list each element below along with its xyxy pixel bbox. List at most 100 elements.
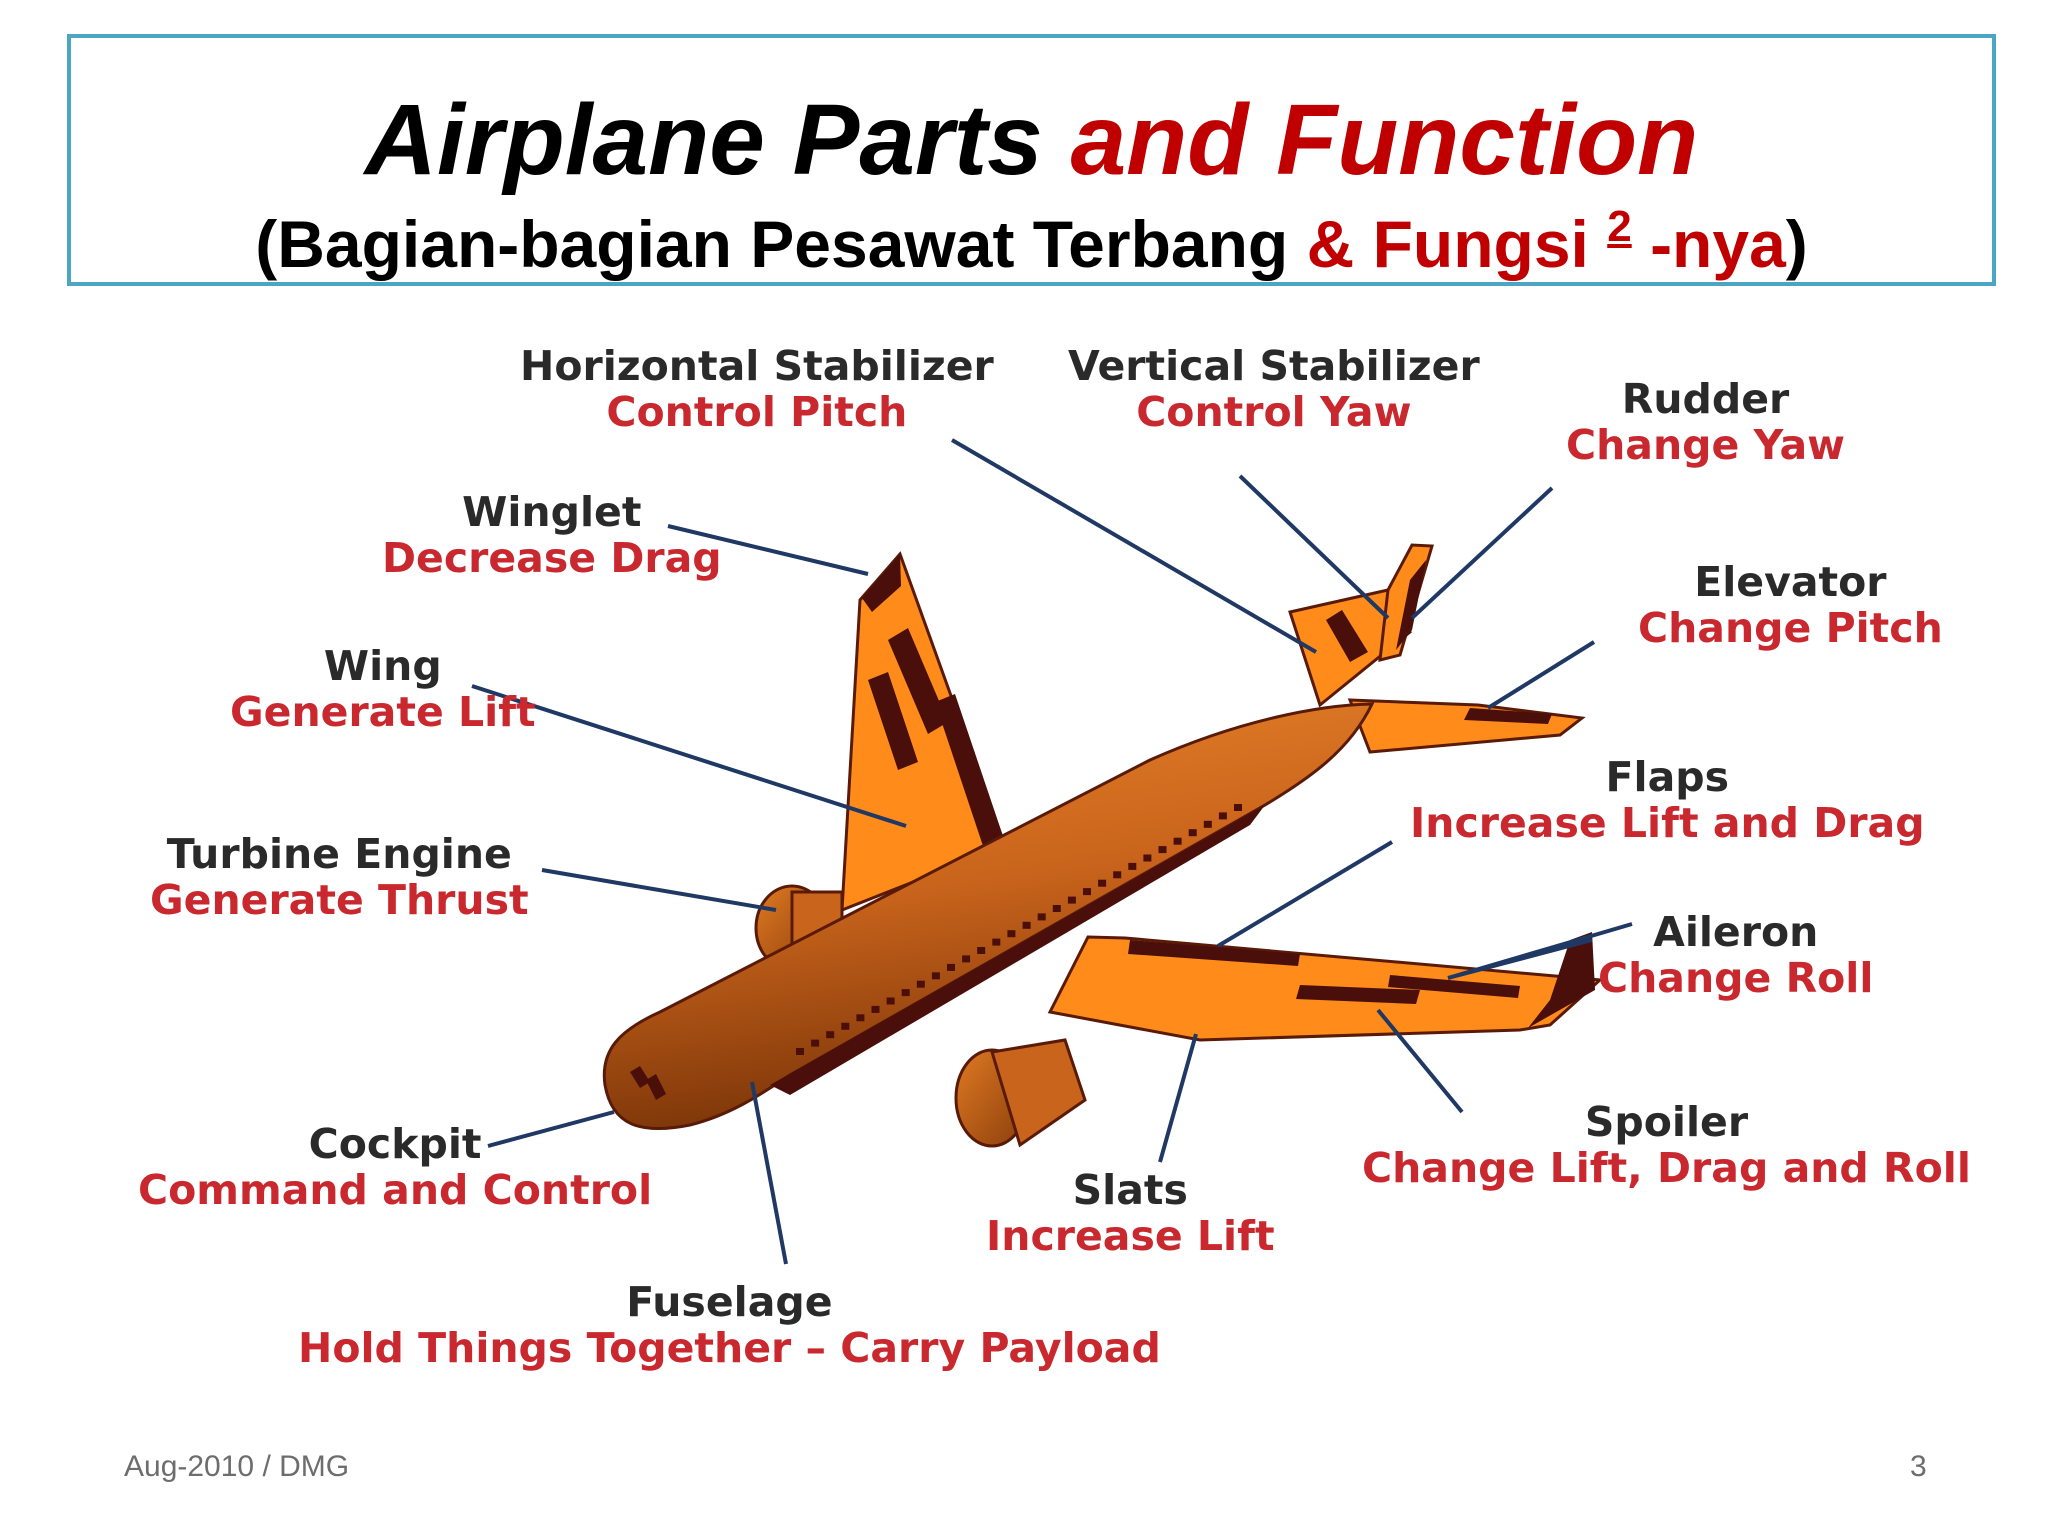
part-name: Vertical Stabilizer	[1068, 342, 1480, 390]
cabin-window	[1143, 854, 1152, 862]
cabin-window	[796, 1048, 804, 1055]
lower-engine	[954, 1038, 1087, 1148]
subtitle-nya: -nya	[1650, 207, 1786, 281]
subtitle: (Bagian-bagian Pesawat Terbang & Fungsi …	[71, 202, 1992, 278]
part-function: Change Pitch	[1638, 603, 1943, 652]
label-aileron: Aileron Change Roll	[1598, 908, 1874, 1002]
cabin-window	[962, 955, 971, 963]
spoiler-leader	[1376, 1008, 1464, 1114]
part-function: Decrease Drag	[382, 533, 722, 582]
fuselage-shape	[602, 702, 1375, 1131]
label-elevator: Elevator Change Pitch	[1638, 558, 1943, 652]
part-name: Fuselage	[626, 1278, 833, 1326]
part-name: Slats	[1072, 1166, 1188, 1214]
cabin-window	[1234, 804, 1242, 811]
upper-wing	[840, 551, 1007, 913]
cockpit-windows	[630, 1066, 666, 1100]
cabin-window	[1052, 905, 1061, 912]
horizontal-stabilizer-leader	[950, 438, 1318, 654]
part-name: Cockpit	[308, 1120, 482, 1168]
cabin-window	[886, 997, 895, 1005]
cabin-window	[901, 989, 910, 997]
cabin-window	[1203, 820, 1212, 828]
part-name: Horizontal Stabilizer	[520, 342, 994, 390]
wing-leader	[471, 684, 907, 828]
title-part2: and Function	[1070, 84, 1699, 196]
label-horizontal-stabilizer: Horizontal Stabilizer Control Pitch	[520, 342, 994, 436]
cabin-window	[826, 1031, 835, 1039]
cabin-window	[871, 1005, 880, 1013]
part-function: Change Lift, Drag and Roll	[1362, 1143, 1971, 1192]
engine-leader	[541, 868, 777, 912]
part-name: Winglet	[462, 488, 642, 536]
part-function: Change Roll	[1598, 953, 1874, 1002]
label-flaps: Flaps Increase Lift and Drag	[1410, 753, 1925, 847]
part-function: Hold Things Together – Carry Payload	[298, 1323, 1161, 1372]
page-number: 3	[1910, 1450, 1927, 1483]
cabin-window	[1188, 829, 1197, 837]
cabin-window	[1128, 862, 1137, 870]
subtitle-close: )	[1785, 207, 1808, 281]
part-function: Increase Lift and Drag	[1410, 798, 1925, 847]
elevator-leader	[1486, 640, 1596, 710]
fuselage-leader	[750, 1081, 788, 1265]
label-winglet: Winglet Decrease Drag	[382, 488, 722, 582]
cabin-window	[811, 1039, 820, 1047]
cabin-window	[1098, 879, 1107, 887]
cabin-window	[916, 980, 925, 988]
cabin-window	[1037, 913, 1046, 921]
label-wing: Wing Generate Lift	[230, 642, 536, 736]
cabin-window	[977, 947, 986, 954]
part-function: Control Yaw	[1136, 387, 1412, 436]
part-function: Increase Lift	[986, 1211, 1275, 1260]
label-spoiler: Spoiler Change Lift, Drag and Roll	[1362, 1098, 1971, 1192]
leader-lines	[471, 438, 1633, 1265]
part-name: Aileron	[1653, 908, 1819, 956]
part-function: Change Yaw	[1566, 420, 1846, 469]
part-name: Rudder	[1621, 375, 1790, 423]
cabin-window	[1067, 896, 1076, 904]
part-function: Generate Lift	[230, 687, 536, 736]
cabin-window	[1083, 888, 1091, 896]
flaps-leader	[1216, 840, 1394, 948]
aileron-leader-2	[1447, 938, 1593, 980]
slats-leader	[1158, 1033, 1198, 1163]
label-rudder: Rudder Change Yaw	[1566, 375, 1846, 469]
part-name: Turbine Engine	[166, 830, 512, 878]
footer-date: Aug-2010 / DMG	[124, 1450, 350, 1483]
cockpit-leader	[487, 1110, 615, 1148]
part-name: Wing	[323, 642, 442, 690]
cabin-window	[841, 1022, 850, 1030]
cabin-windows	[796, 804, 1242, 1055]
cabin-window	[1218, 812, 1227, 820]
part-name: Spoiler	[1584, 1098, 1749, 1146]
label-vertical-stabilizer: Vertical Stabilizer Control Yaw	[1068, 342, 1480, 436]
part-name: Flaps	[1605, 753, 1730, 801]
label-turbine-engine: Turbine Engine Generate Thrust	[150, 830, 529, 924]
subtitle-amp: & Fungsi	[1306, 207, 1589, 281]
cabin-window	[1007, 930, 1016, 938]
cabin-window	[1158, 846, 1167, 854]
title-box: Airplane Parts and Function (Bagian-bagi…	[67, 34, 1996, 286]
part-function: Generate Thrust	[150, 875, 529, 924]
label-slats: Slats Increase Lift	[986, 1166, 1275, 1260]
part-function: Command and Control	[138, 1165, 653, 1214]
cabin-window	[931, 972, 940, 980]
rudder-leader	[1410, 486, 1554, 620]
cabin-window	[992, 938, 1001, 946]
label-fuselage: Fuselage Hold Things Together – Carry Pa…	[298, 1278, 1161, 1372]
part-name: Elevator	[1694, 558, 1887, 606]
cabin-window	[856, 1014, 865, 1022]
label-cockpit: Cockpit Command and Control	[138, 1120, 653, 1214]
title-part1: Airplane Parts	[364, 84, 1043, 196]
part-function: Control Pitch	[606, 387, 908, 436]
cabin-window	[1173, 837, 1182, 845]
cabin-window	[1022, 921, 1031, 929]
winglet-leader	[667, 524, 869, 576]
subtitle-sup: 2	[1607, 202, 1632, 251]
vertical-stabilizer-leader	[1238, 474, 1390, 620]
cabin-window	[947, 963, 955, 971]
tail	[1288, 543, 1586, 754]
lower-wing	[1047, 932, 1604, 1042]
